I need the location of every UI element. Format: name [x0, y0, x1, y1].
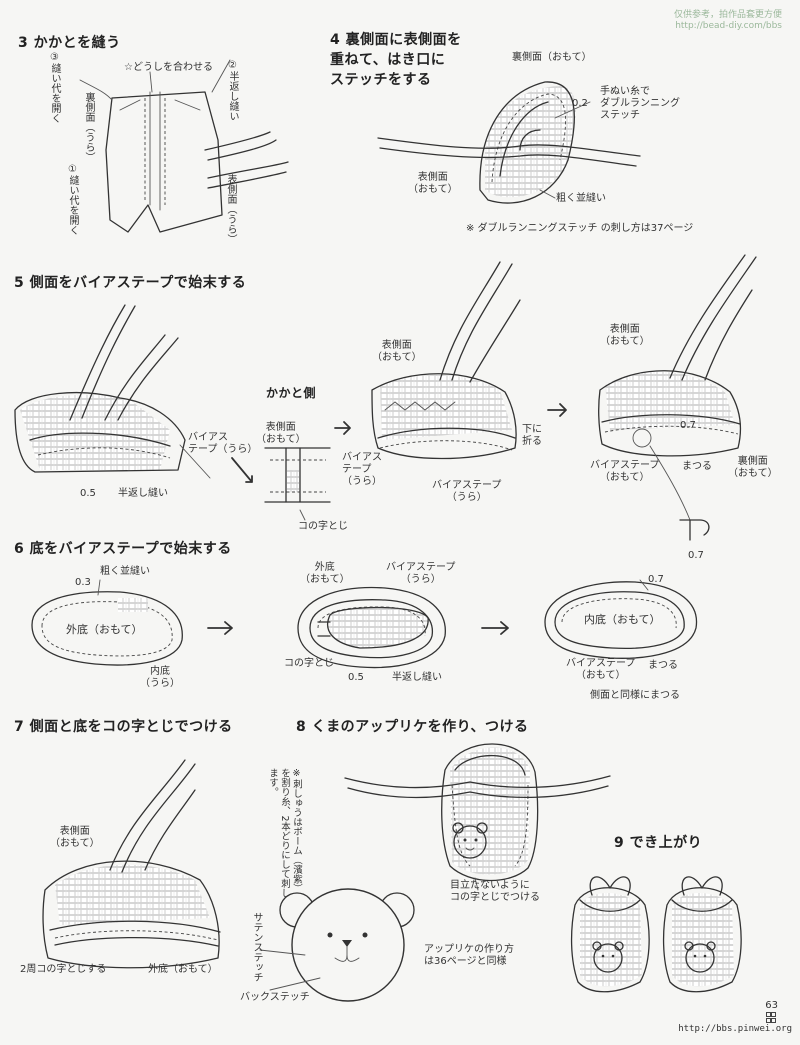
step4-stitch-diagram [377, 81, 641, 204]
step8-shoe-top [344, 743, 611, 891]
footer-url: http://bbs.pinwei.org [678, 1024, 792, 1034]
step5-title: 5 側面をバイアステープで始末する [14, 275, 247, 291]
step5-label-bias-tape-back-2: バイアス テープ （うら） [342, 452, 382, 487]
step6-label-inner-sole-front: 内底（おもて） [584, 613, 661, 626]
step5-shoe-a [14, 304, 211, 479]
step9-title: 9 でき上がり [614, 835, 703, 851]
step7-label-outer-sole: 外底（おもて） [148, 964, 218, 975]
step6-sole-a [31, 579, 233, 666]
step3-label-open-seam-1: ①縫い代を開く [67, 164, 78, 235]
step6-label-inner-sole-back: 内底 （うら） [140, 666, 180, 689]
step3-label-open-seam-3: ③縫い代を開く [49, 52, 60, 123]
step5-label-back-side: 裏側面 （おもて） [728, 456, 778, 479]
step4-label-double-running: ダブルランニング [600, 98, 680, 109]
step3-title: 3 かかとを縫う [18, 35, 121, 51]
step3-label-match-star: ☆どうしを合わせる [124, 62, 213, 73]
step5-label-07: 0.7 [680, 420, 696, 431]
step8-label-inconspicuous: 目立たないように コの字とじでつける [450, 880, 540, 903]
step6-label-05: 0.5 [348, 672, 364, 683]
step5-label-front-side-3: 表側面 （おもて） [600, 324, 650, 347]
step6-sole-b [297, 586, 509, 669]
step5-label-whip-stitch: まつる [682, 461, 712, 472]
grid-icon [766, 1012, 776, 1023]
step5-label-05: 0.5 [80, 488, 96, 499]
step3-label-half-back: ②半返し縫い [227, 60, 238, 121]
step6-label-rough-stitch: 粗く並縫い [100, 566, 150, 577]
step7-label-front-side: 表側面 （おもて） [50, 826, 100, 849]
step5-label-bias-tape-back: バイアス テープ（うら） [188, 432, 258, 455]
step4-label-front-side: 表側面 （おもて） [408, 172, 458, 195]
step5-heel-side: かかと側 [266, 386, 317, 400]
watermark-url: http://bead-diy.com/bbs [675, 21, 782, 31]
step4-label-hand-thread: 手ぬい糸で [600, 86, 650, 97]
step5-shoe-c [547, 254, 757, 541]
step8-embroidery-note: ※刺しゅうはボーム（濱紫）を割り糸、2本どりにして刺します。 [267, 768, 302, 898]
step4-title: 4 裏側面に表側面を 重ねて、はき口に ステッチをする [330, 32, 462, 88]
step9-finished-pair [570, 876, 742, 993]
step6-label-half-back: 半返し縫い [392, 672, 442, 683]
step8-title: 8 くまのアップリケを作り、つける [296, 719, 529, 735]
step7-shoe [42, 759, 221, 969]
step5-label-ladder: コの字とじ [298, 521, 348, 532]
step4-label-stitch: ステッチ [600, 110, 640, 121]
step8-label-satin: サテンステッチ [251, 912, 262, 982]
step7-label-two-round: 2周コの字とじする [20, 964, 107, 975]
step6-title: 6 底をバイアステープで始末する [14, 541, 232, 557]
step6-sole-c [544, 579, 698, 659]
step6-label-outer-sole-2: 外底 （おもて） [300, 562, 350, 585]
step7-title: 7 側面と底をコの字とじでつける [14, 719, 233, 735]
step8-bear-face [259, 888, 415, 1002]
step4-label-back-side: 裏側面（おもて） [512, 52, 592, 63]
step6-label-bias-tape-front: バイアステープ （おもて） [566, 658, 636, 681]
step3-label-back-side: 裏側面（うら） [83, 92, 94, 162]
step3-heel-diagram [79, 59, 289, 233]
watermark-line1: 仅供参考，拍作品套更方便 [673, 10, 782, 20]
step5-heel-detail [231, 447, 331, 521]
step6-label-same-as-side: 側面と同様にまつる [590, 690, 680, 701]
watermark: 仅供参考，拍作品套更方便 http://bead-diy.com/bbs [674, 10, 782, 32]
step4-note: ※ ダブルランニングステッチ の刺し方は37ページ [466, 223, 694, 234]
step8-label-applique-howto: アップリケの作り方 は36ページと同様 [424, 944, 514, 967]
step5-label-07b: 0.7 [688, 550, 704, 561]
step6-label-bias-tape-back: バイアステープ （うら） [386, 562, 456, 585]
step8-label-back-stitch: バックステッチ [240, 992, 310, 1003]
step5-label-half-back: 半返し縫い [118, 488, 168, 499]
step5-shoe-b [334, 261, 521, 460]
step4-label-rough-stitch: 粗く並縫い [556, 193, 606, 204]
step4-label-02: 0.2 [572, 98, 588, 109]
step6-label-07: 0.7 [648, 574, 664, 585]
step3-label-front-side: 表側面（うら） [225, 174, 236, 244]
step5-label-fold-under: 下に 折る [522, 424, 542, 447]
step6-label-ladder: コの字とじ [284, 658, 334, 669]
step6-label-03: 0.3 [75, 577, 91, 588]
step6-label-whip-stitch: まつる [648, 660, 678, 671]
step5-label-front-side-2: 表側面 （おもて） [372, 340, 422, 363]
page-number: 63 [765, 1000, 778, 1011]
step5-label-bias-tape-back-3: バイアステープ （うら） [432, 480, 502, 503]
step5-label-bias-tape-front: バイアステープ （おもて） [590, 460, 660, 483]
step6-label-outer-sole: 外底（おもて） [66, 623, 143, 636]
step5-label-front-side: 表側面 （おもて） [256, 422, 306, 445]
